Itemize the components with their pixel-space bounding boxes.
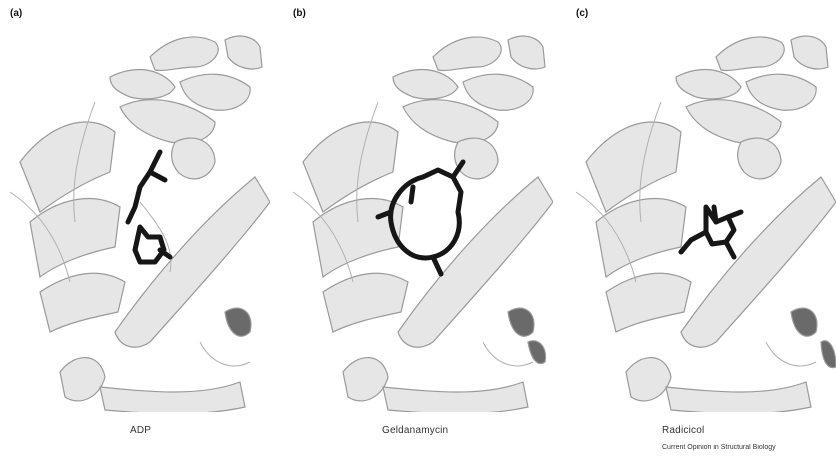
figure-panel-b: (b) [283, 0, 553, 456]
ligand-geldanamycin [378, 162, 463, 274]
protein-structure-image [283, 12, 553, 412]
figure-panel-a: (a) [0, 0, 270, 456]
ligand-caption: Radicicol [662, 425, 812, 436]
journal-credit: Current Opinion in Structural Biology [662, 444, 836, 451]
figure-panel-c: (c) [566, 0, 836, 456]
protein-structure-image [566, 12, 836, 412]
ligand-caption: Geldanamycin [382, 425, 532, 436]
ligand-caption: ADP [130, 425, 250, 436]
protein-structure-image [0, 12, 270, 412]
ligand-radicicol [681, 207, 741, 257]
ligand-adp [128, 152, 170, 262]
